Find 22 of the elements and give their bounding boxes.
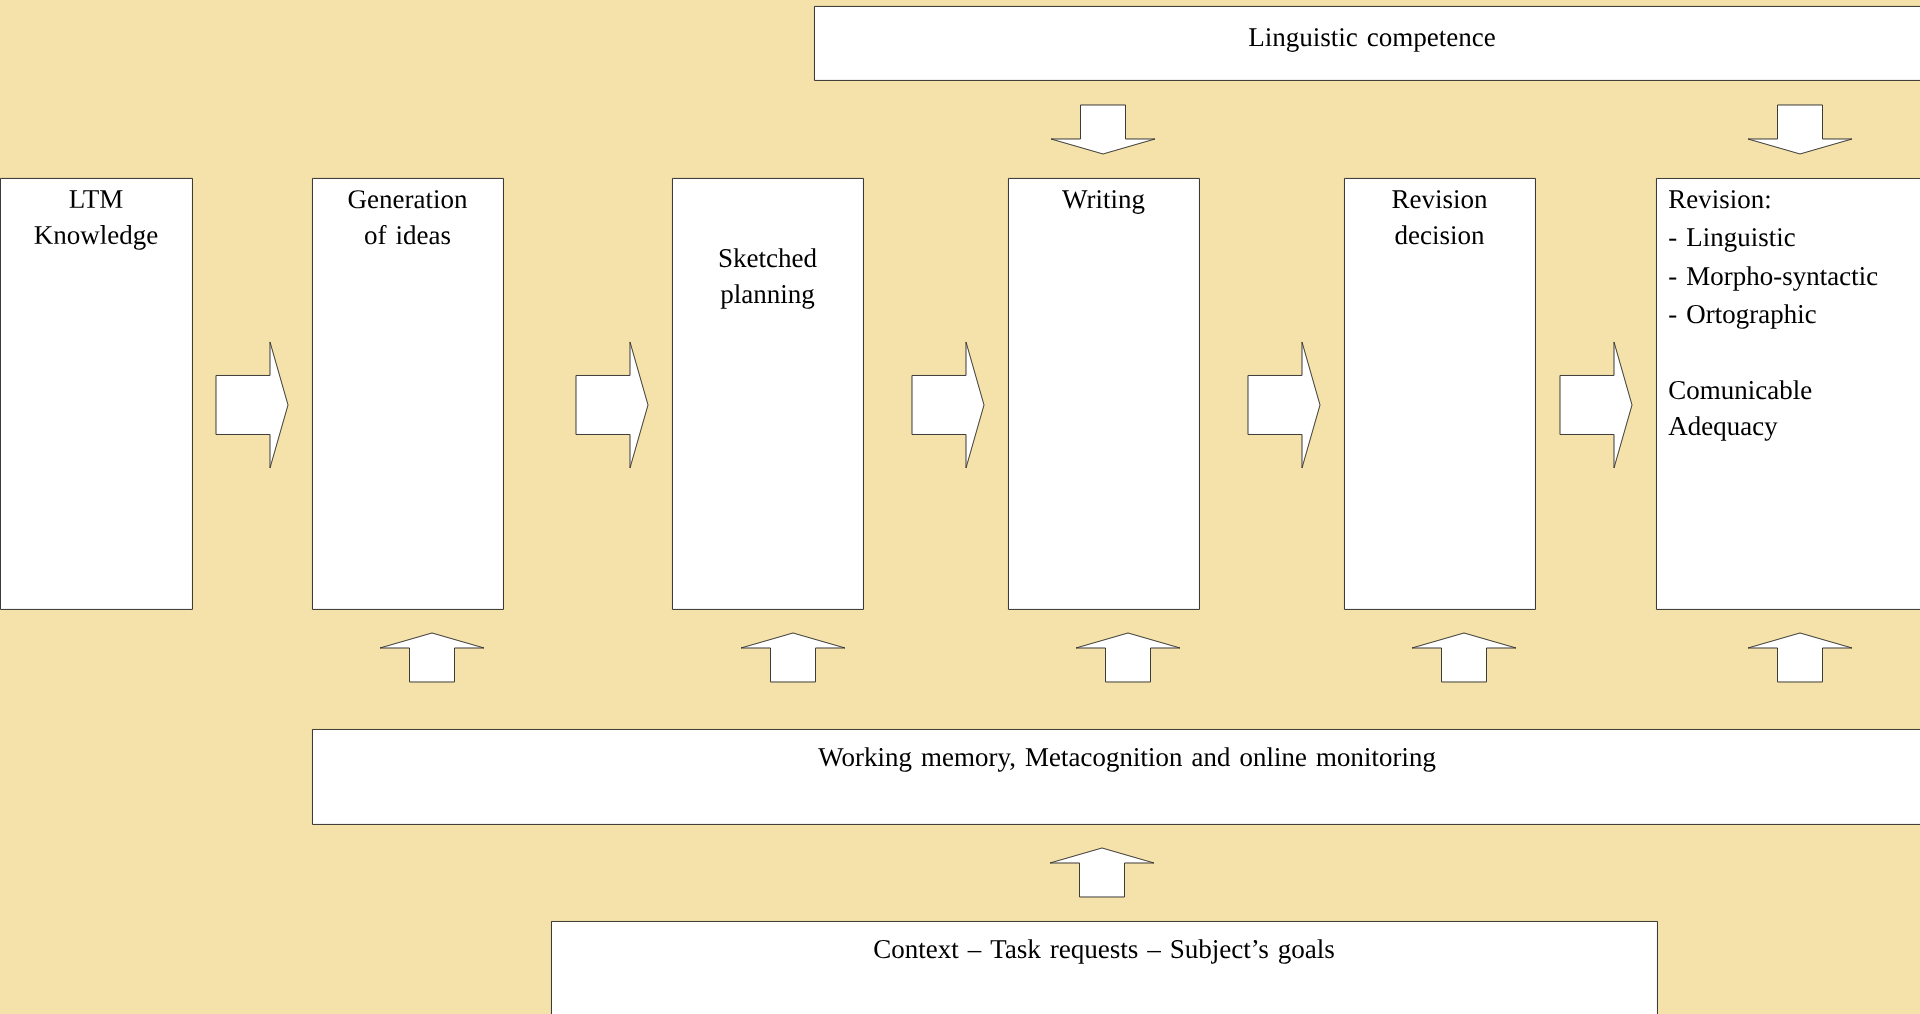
block-arrow [740,632,846,683]
factor-box: Context – Task requests – Subject’s goals [551,920,1658,1014]
factor-box: Working memory, Metacognition and online monitoring [312,728,1920,825]
block-arrow [1559,341,1633,469]
process-box: Sketched planning [672,178,864,610]
process-box: Generation of ideas [312,178,504,610]
block-arrow [1049,847,1155,898]
factor-box: Linguistic competence [814,5,1920,81]
block-arrow [1247,341,1321,469]
process-box: Writing [1008,178,1200,610]
process-box: Revision: - Linguistic - Morpho-syntactic - Ortographic Comunicable Adequacy [1656,178,1920,610]
block-arrow [215,341,289,469]
block-arrow [1050,104,1156,155]
block-arrow [1075,632,1181,683]
block-arrow [575,341,649,469]
block-arrow [911,341,985,469]
process-box: Revision decision [1344,178,1536,610]
block-arrow [1747,632,1853,683]
process-box: LTM Knowledge [0,178,193,610]
block-arrow [1411,632,1517,683]
block-arrow [379,632,485,683]
block-arrow [1747,104,1853,155]
